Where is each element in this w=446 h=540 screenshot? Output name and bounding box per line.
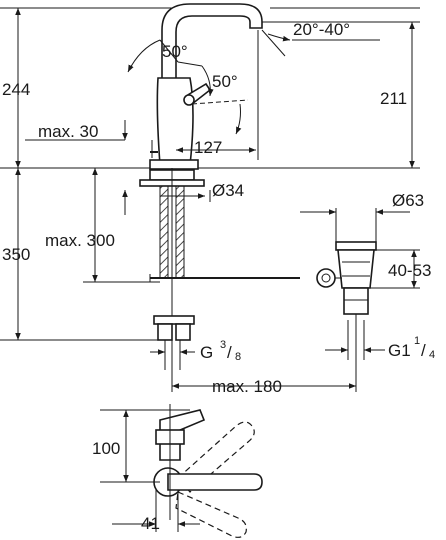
label-hole-diameter: Ø34 xyxy=(212,181,244,200)
label-100: 100 xyxy=(92,439,120,458)
label-127: 127 xyxy=(194,138,222,157)
label-41: 41 xyxy=(141,514,160,533)
dimension-350: 350 xyxy=(2,168,30,340)
label-max-300: max. 300 xyxy=(45,231,115,250)
waste-assembly xyxy=(316,241,377,370)
label-waste-diameter: Ø63 xyxy=(392,191,424,210)
fraction-slash-1: / xyxy=(227,343,232,362)
label-waste-range: 40-53 xyxy=(388,261,431,280)
label-lever-angle-top: 50° xyxy=(162,42,188,61)
faucet-elevation: 50° 50° xyxy=(127,3,263,170)
dimension-max-300: max. 300 xyxy=(45,168,115,282)
faucet-plan-view xyxy=(153,404,263,538)
dimension-max-30: max. 30 xyxy=(38,120,128,215)
dimension-max-180: max. 180 xyxy=(171,340,357,396)
label-350: 350 xyxy=(2,245,30,264)
dimension-hole-diameter: Ø34 xyxy=(160,181,244,202)
dimension-100: 100 xyxy=(92,409,190,483)
dimension-127: 127 xyxy=(176,30,259,160)
label-connection-thread-num: 3 xyxy=(220,339,226,351)
label-connection-thread: G xyxy=(200,343,213,362)
dimension-waste-range: 40-53 xyxy=(370,249,431,289)
dimension-waste-thread: G1 1 / 4 xyxy=(325,320,435,361)
dimension-spout-angle: 20°-40° xyxy=(261,20,380,57)
label-max-180: max. 180 xyxy=(212,377,282,396)
mounting-assembly xyxy=(139,168,300,341)
label-244: 244 xyxy=(2,80,30,99)
label-lever-angle-side: 50° xyxy=(212,72,238,91)
label-max-30: max. 30 xyxy=(38,122,98,141)
dimension-waste-diameter: Ø63 xyxy=(300,191,424,250)
dimension-connection-thread: G 3 / 8 xyxy=(150,339,241,370)
label-spout-angle: 20°-40° xyxy=(293,20,350,39)
label-waste-thread-den: 4 xyxy=(429,349,435,361)
label-211: 211 xyxy=(380,89,407,108)
dimension-244: 244 xyxy=(2,7,30,168)
fraction-slash-2: / xyxy=(421,341,426,360)
label-connection-thread-den: 8 xyxy=(235,351,241,363)
label-waste-thread: G1 xyxy=(388,341,411,360)
dimension-211: 211 xyxy=(250,21,420,168)
label-waste-thread-num: 1 xyxy=(414,335,420,347)
dimension-41: 41 xyxy=(112,490,200,533)
